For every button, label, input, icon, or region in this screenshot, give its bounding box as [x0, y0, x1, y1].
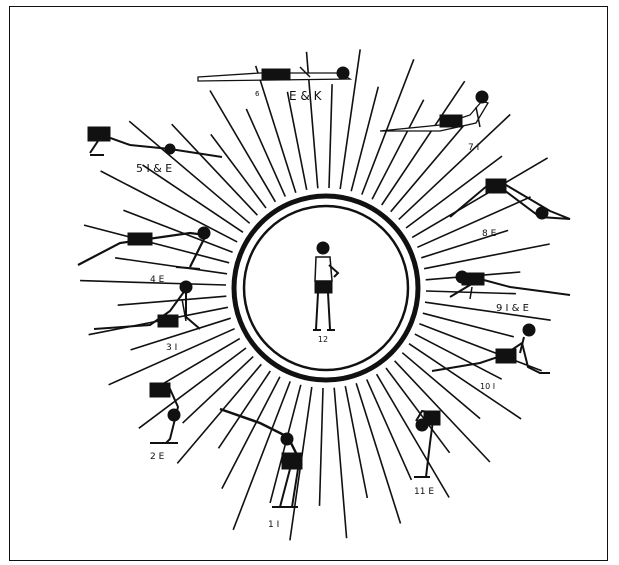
sun-ray [307, 52, 318, 189]
pose-9-figure [450, 271, 570, 299]
sun-ray [362, 59, 414, 194]
sun-ray [424, 244, 550, 269]
sun-ray [118, 296, 227, 305]
sun-ray [345, 386, 367, 498]
sun-ray [395, 361, 490, 462]
pose-6-label: E & K [289, 89, 323, 103]
pose-8-figure [450, 179, 570, 219]
sun-ray [334, 388, 346, 539]
pose-2-label: 2 E [150, 452, 165, 462]
pose-2-figure [150, 383, 180, 443]
sun-ray [246, 109, 285, 197]
center-medallion: 12 [234, 196, 418, 380]
pose-1-label: 1 I [268, 520, 279, 530]
sun-ray [329, 84, 332, 188]
pose-3-figure [94, 281, 200, 329]
diagram-frame: 12 6 E & K 7 I 8 E 9 I & E 10 I [9, 6, 608, 561]
pose-7-label: 7 I [468, 143, 479, 153]
sun-ray [172, 124, 258, 215]
pose-3-label: 3 I [166, 343, 177, 353]
center-label: 12 [318, 335, 328, 344]
pose-10-label: 10 I [480, 382, 495, 391]
pose-5-figure [88, 127, 222, 157]
pose-5-label: 5 I & E [136, 162, 172, 175]
pose-9-label: 9 I & E [496, 303, 529, 314]
pose-7-figure [380, 91, 488, 131]
pose-8-label: 8 E [482, 229, 497, 239]
sun-salutation-diagram: 12 6 E & K 7 I 8 E 9 I & E 10 I [10, 7, 609, 562]
sun-ray [386, 368, 450, 453]
sun-ray [101, 171, 238, 242]
sun-ray [423, 313, 514, 337]
sun-ray [115, 258, 227, 274]
pose-4-label: 4 E [150, 275, 165, 285]
sun-ray [351, 87, 378, 192]
pose-11-label: 11 E [414, 487, 434, 497]
pose-6-figure [198, 67, 350, 81]
sun-ray [425, 302, 551, 320]
sun-ray [320, 388, 324, 506]
sun-ray [377, 374, 450, 497]
sun-ray [417, 197, 530, 247]
pose-6-number: 6 [255, 90, 260, 98]
